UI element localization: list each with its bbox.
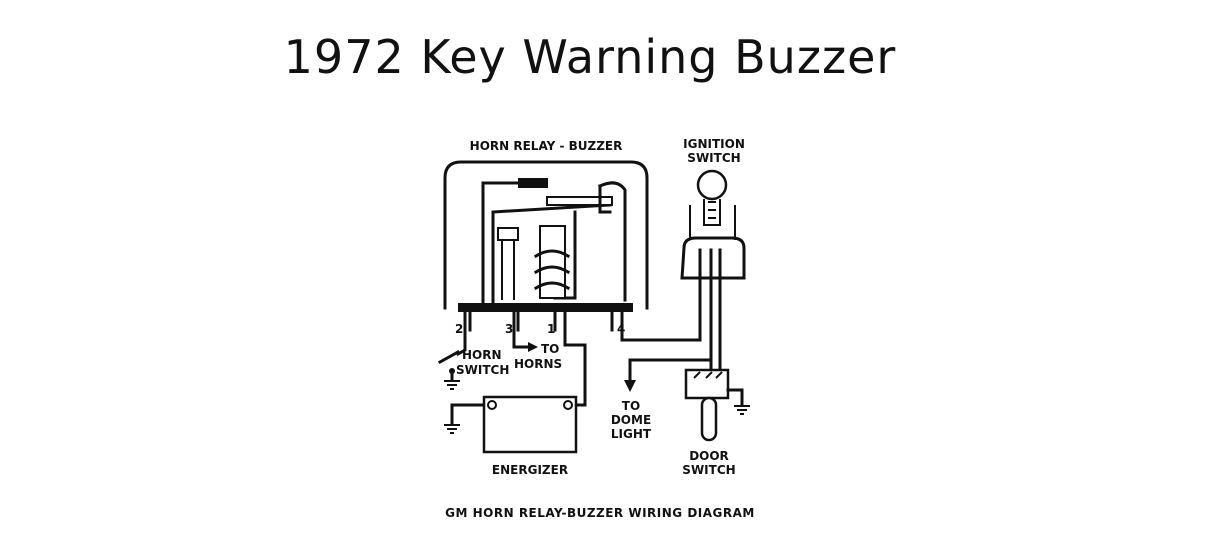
horn-switch-label-line2: SWITCH xyxy=(456,363,509,377)
terminal-1-label: 1 xyxy=(547,322,555,336)
door-switch-label-line1: DOOR xyxy=(689,449,729,463)
relay-terminals xyxy=(468,310,614,332)
ignition-label-line2: SWITCH xyxy=(687,151,740,165)
door-switch xyxy=(684,368,750,442)
dome-light-label-line1: TO xyxy=(622,399,640,413)
horn-relay-housing xyxy=(443,160,649,312)
terminal-4-label: 4 xyxy=(617,322,625,336)
ignition-switch xyxy=(680,169,746,280)
dome-light-label-line3: LIGHT xyxy=(611,427,652,441)
terminal-2-label: 2 xyxy=(455,322,463,336)
energizer-box xyxy=(444,395,578,454)
to-horns-label-line2: HORNS xyxy=(514,357,562,371)
horn-switch xyxy=(437,349,461,390)
horn-switch-label-line1: HORN xyxy=(462,348,502,362)
to-horns-label-line1: TO xyxy=(541,342,559,356)
diagram-caption: GM HORN RELAY-BUZZER WIRING DIAGRAM xyxy=(445,506,755,520)
energizer-label: ENERGIZER xyxy=(492,463,568,477)
door-switch-label-line2: SWITCH xyxy=(682,463,735,477)
dome-light-label-line2: DOME xyxy=(611,413,651,427)
page-title: 1972 Key Warning Buzzer xyxy=(283,30,897,84)
terminal-3-label: 3 xyxy=(505,322,513,336)
relay-label: HORN RELAY - BUZZER xyxy=(470,139,623,153)
ignition-label-line1: IGNITION xyxy=(683,137,745,151)
